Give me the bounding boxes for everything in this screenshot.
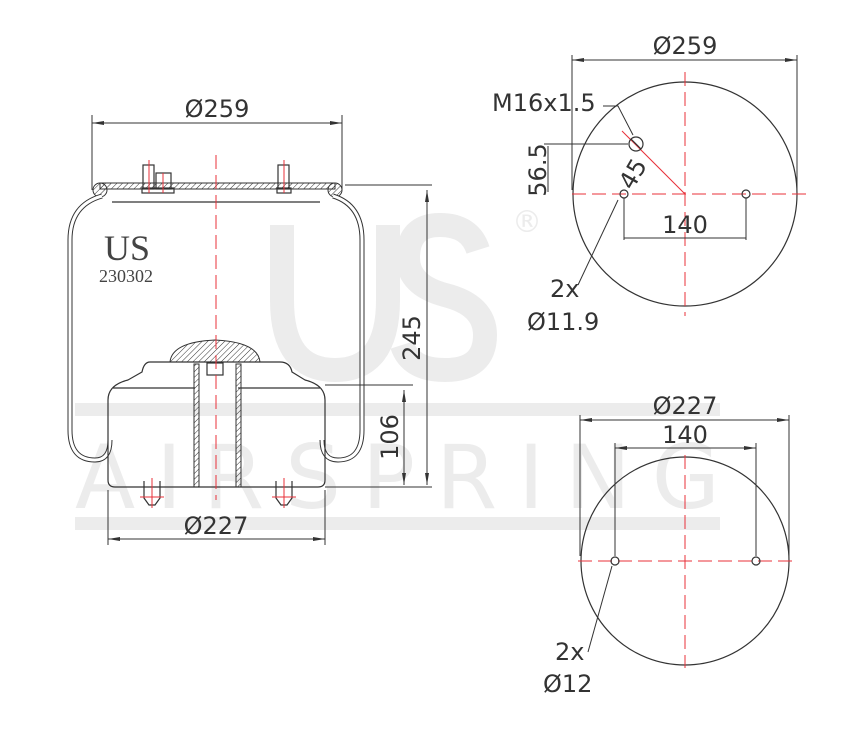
angle-line (621, 130, 686, 195)
arrow-icon (777, 418, 789, 422)
piston (107, 361, 326, 488)
bumper (169, 339, 261, 363)
hole-leader (577, 199, 619, 286)
piston-post-right (235, 363, 242, 488)
arrow-icon (572, 58, 584, 62)
bellows-left-inner (68, 194, 112, 462)
watermark-bar-top (75, 403, 720, 416)
bellows-right-inner (320, 194, 364, 462)
top-hole-count-label: 2x (550, 275, 579, 303)
hole-leader (587, 565, 613, 653)
thread-hole-cross (630, 138, 642, 150)
bellows-right (319, 193, 365, 463)
watermark-letter-s (390, 212, 498, 383)
piston-nut (206, 362, 224, 376)
top-bolt-spacing-label: 140 (662, 211, 708, 239)
watermark: ® AIRSPRING (75, 205, 720, 530)
side-bottom-diameter-label: Ø227 (184, 512, 249, 540)
arrow-icon (108, 537, 120, 541)
offset-label: 56.5 (524, 143, 552, 196)
watermark-bar-bottom (75, 517, 720, 530)
height-label: 245 (398, 315, 426, 361)
part-brand: US (104, 228, 150, 268)
watermark-registered: ® (512, 205, 542, 240)
part-number: 230302 (99, 266, 153, 286)
side-top-diameter-label: Ø259 (185, 95, 250, 123)
arrow-icon (402, 473, 406, 485)
arrow-icon (744, 446, 756, 450)
arrow-icon (425, 190, 429, 202)
watermark-letter-u (270, 225, 400, 383)
thread-hole (628, 136, 644, 152)
arrow-icon (330, 121, 342, 125)
bottom-hole-count-label: 2x (555, 638, 584, 666)
top-hole-diameter-label: Ø11.9 (527, 308, 599, 336)
thread-label: M16x1.5 (492, 89, 596, 117)
arrow-icon (313, 537, 325, 541)
angle-label: 45 (613, 154, 653, 194)
arrow-icon (402, 390, 406, 402)
top-plate-diameter-label: Ø259 (653, 32, 718, 60)
thread-leader (603, 105, 634, 136)
arrow-icon (615, 446, 627, 450)
arrow-icon (425, 473, 429, 485)
bolt-hole-left (610, 556, 620, 566)
side-view: Ø259 US 230302 (67, 95, 432, 545)
bolt-hole-right (751, 556, 761, 566)
piston-height-label: 106 (376, 414, 404, 460)
stud-base-left (141, 187, 175, 194)
arrow-icon (580, 418, 592, 422)
piston-post-left (193, 363, 200, 488)
arrow-icon (785, 58, 797, 62)
arrow-icon (92, 121, 104, 125)
bottom-bolt-spacing-label: 140 (662, 421, 708, 449)
top-plate (99, 182, 336, 190)
bottom-hole-diameter-label: Ø12 (543, 670, 592, 698)
bottom-plate-view: Ø227 140 2x Ø12 (543, 392, 792, 698)
top-plate-view: Ø259 M16x1.5 56.5 45 140 2x Ø11.9 (492, 32, 808, 336)
bottom-plate-diameter-label: Ø227 (653, 392, 718, 420)
